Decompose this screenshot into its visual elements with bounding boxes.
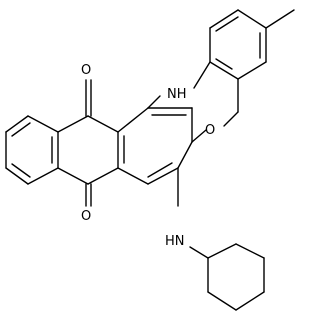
oxygen-label: O xyxy=(205,123,215,138)
amine-linkage xyxy=(177,167,209,259)
left-benzene-ring xyxy=(5,115,59,185)
cyclohexane-ring xyxy=(207,243,265,311)
ketone-bottom-oxygen-label: O xyxy=(81,209,91,224)
ketone-top xyxy=(85,79,92,117)
middle-ring xyxy=(117,107,193,185)
amine-hn-label: HN xyxy=(165,234,185,249)
quinone-ring xyxy=(57,115,119,185)
oxazine-ring xyxy=(147,61,239,143)
nh-label: NH xyxy=(167,87,187,102)
methyl-bond xyxy=(265,9,295,29)
ketone-top-oxygen-label: O xyxy=(81,63,91,78)
ketone-bottom xyxy=(85,183,92,207)
methylbenzene-ring xyxy=(209,9,267,80)
